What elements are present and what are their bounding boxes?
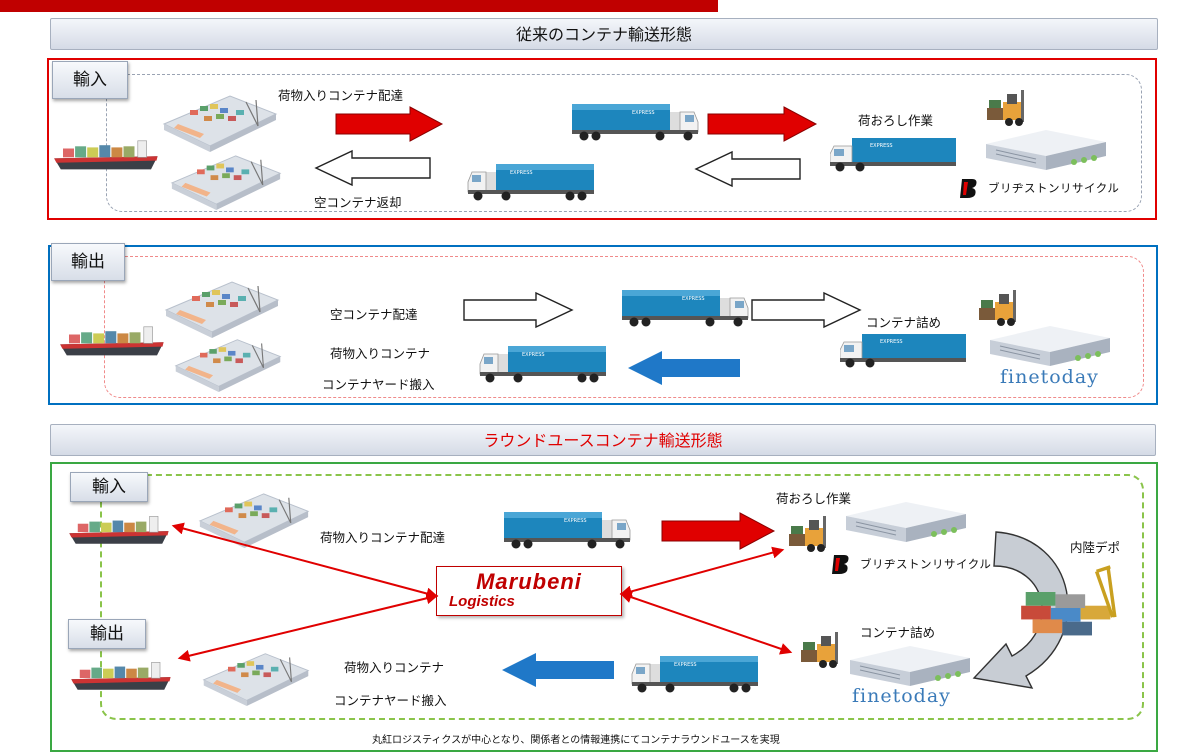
bridgestone-logo: ブリヂストンリサイクル — [958, 177, 1119, 199]
inland-depot-label: 内陸デポ — [1070, 540, 1121, 555]
red-right-arrow — [335, 106, 444, 142]
round-use-dashed-frame — [100, 474, 1144, 720]
loaded-container-label: 荷物入りコンテナ — [344, 660, 445, 675]
arrow-to-finetoday — [619, 591, 793, 655]
finetoday-logo: finetoday — [852, 685, 951, 707]
arrow-to-import-ship — [171, 522, 439, 600]
white-left-arrow — [694, 150, 801, 188]
section-title-round-use: ラウンドユースコンテナ輸送形態 — [50, 424, 1156, 456]
container-stuffing-label: コンテナ詰め — [860, 625, 936, 640]
unloading-work-label: 荷おろし作業 — [776, 491, 852, 506]
bridgestone-b-icon — [832, 555, 849, 574]
truck-image — [630, 652, 760, 696]
footer-note: 丸紅ロジスティクスが中心となり、関係者との情報連携にてコンテナラウンドユースを実… — [372, 735, 780, 746]
arrow-to-bridgestone — [619, 546, 785, 598]
arrow-to-export-ship — [177, 592, 439, 662]
warehouse-image — [840, 638, 980, 688]
loaded-container-label: 荷物入りコンテナ — [330, 346, 431, 361]
header-accent-bar — [0, 0, 718, 12]
container-yard-delivery-label: コンテナヤード搬入 — [334, 693, 447, 708]
import-tag: 輸入 — [70, 472, 148, 502]
conventional-import-dashed-frame — [106, 74, 1142, 212]
bridgestone-b-icon — [960, 179, 977, 198]
container-yard-delivery-label: コンテナヤード搬入 — [322, 377, 435, 392]
deliver-loaded-container-label: 荷物入りコンテナ配達 — [278, 88, 404, 103]
export-tag: 輸出 — [51, 243, 125, 281]
return-empty-container-label: 空コンテナ返却 — [314, 195, 402, 210]
white-right-arrow — [463, 291, 574, 329]
red-right-arrow — [707, 106, 818, 142]
export-tag: 輸出 — [68, 619, 146, 649]
unloading-work-label: 荷おろし作業 — [858, 113, 934, 128]
company-name-bridgestone: ブリヂストンリサイクル — [860, 557, 992, 571]
deliver-empty-container-label: 空コンテナ配達 — [330, 307, 418, 322]
marubeni-logistics-logo: Marubeni Logistics — [436, 566, 622, 616]
finetoday-logo: finetoday — [1000, 366, 1099, 388]
section-title-conventional: 従来のコンテナ輸送形態 — [50, 18, 1158, 50]
import-tag: 輸入 — [52, 61, 128, 99]
blue-left-arrow — [628, 351, 740, 385]
logo-line-marubeni: Marubeni — [476, 569, 582, 594]
white-left-arrow — [314, 149, 431, 187]
company-name-bridgestone: ブリヂストンリサイクル — [988, 181, 1120, 195]
white-right-arrow — [751, 291, 862, 329]
red-right-arrow — [661, 512, 776, 550]
round-use-curved-arrow — [972, 531, 1069, 689]
container-stuffing-label: コンテナ詰め — [866, 315, 942, 330]
blue-left-arrow — [502, 653, 614, 687]
bridgestone-logo: ブリヂストンリサイクル — [830, 553, 991, 575]
conventional-export-dashed-frame — [104, 256, 1144, 398]
logo-line-logistics: Logistics — [449, 593, 515, 610]
